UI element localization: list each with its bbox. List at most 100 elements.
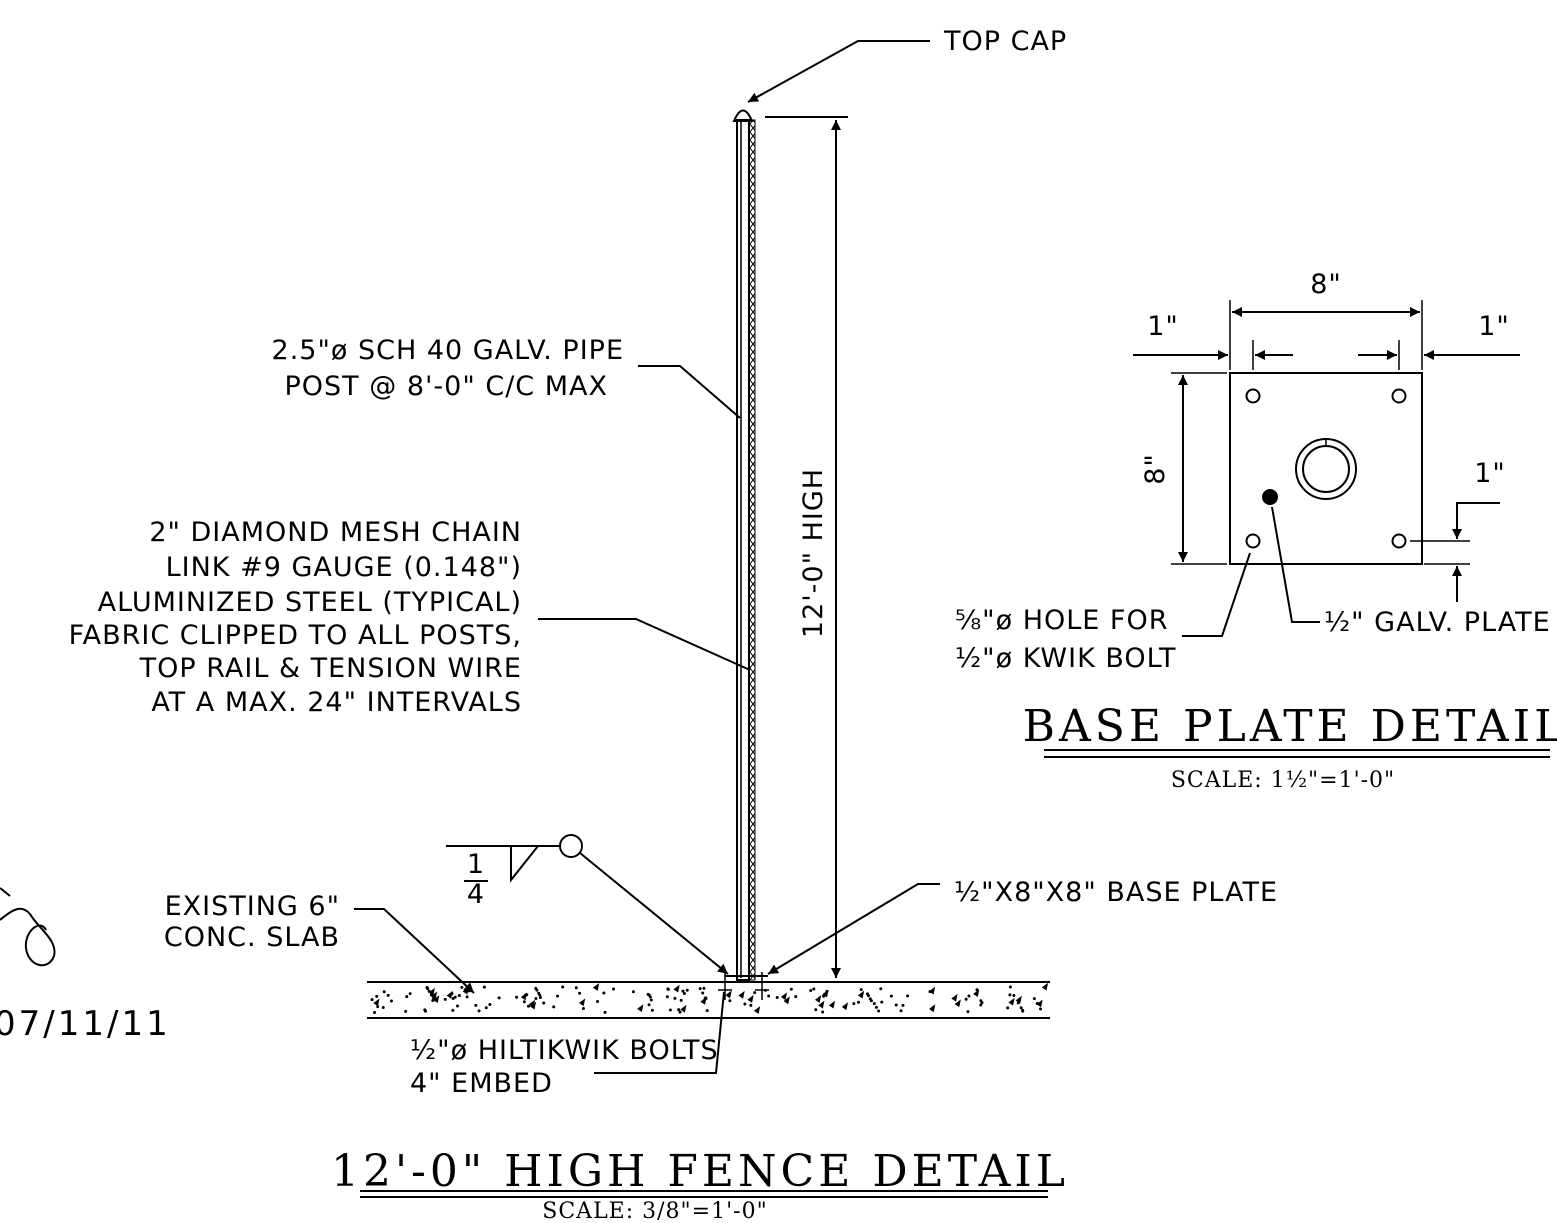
dim-right-edge: 1" [1478,311,1510,342]
base-plate-scale: SCALE: 1½"=1'-0" [1171,768,1395,793]
stipple-dot [534,997,538,1001]
aggregate-mark [928,986,936,995]
stipple-dot [465,995,469,999]
stipple-dot [443,997,447,1001]
stipple-dot [631,990,635,994]
stipple-dot [497,996,501,1000]
stipple-dot [537,991,541,995]
stipple-dot [460,985,464,989]
aggregate-mark [780,992,788,1001]
fence-detail-title: 12'-0" HIGH FENCE DETAIL [331,1146,1069,1197]
stipple-dot [370,998,374,1002]
stipple-dot [427,989,431,993]
base-plate-title: BASE PLATE DETAIL [1023,701,1557,752]
aggregate-mark [700,996,707,1005]
concrete-slab [367,981,1050,1019]
aggregate-mark [373,998,380,1007]
stipple-dot [679,998,683,1002]
stipple-dot [678,1010,682,1014]
fence-elevation: 12'-0" HIGH TOP CAP 2.5"ø SCH 40 GALV. P… [69,26,1278,1223]
base-plate-callout: ½"X8"X8" BASE PLATE [954,877,1278,908]
plate-marker [1262,489,1278,505]
stipple-dot [1039,1007,1043,1011]
aggregate-mark [680,1004,687,1013]
stipple-dot [556,994,560,998]
stipple-dot [426,987,430,991]
stipple-dot [650,1008,654,1012]
pipe-post-callout-line1: 2.5"ø SCH 40 GALV. PIPE [272,335,624,366]
stipple-dot [906,994,910,998]
stipple-dot [404,1009,408,1013]
fence-detail-scale: SCALE: 3/8"=1'-0" [542,1199,767,1223]
stipple-dot [467,989,471,993]
stipple-dot [856,1000,860,1004]
stipple-dot [578,991,582,995]
stipple-dot [531,1004,535,1008]
stipple-dot [457,993,461,997]
stipple-dot [879,987,883,991]
aggregate-mark [753,1006,761,1014]
chain-link-fabric [748,119,756,981]
stipple-dot [668,1008,672,1012]
stipple-dot [685,988,689,992]
stipple-dot [822,994,826,998]
height-dimension: 12'-0" HIGH [798,468,829,638]
stipple-dot [647,1003,651,1007]
aggregate-mark [1036,999,1043,1008]
stipple-dot [450,992,454,996]
stipple-dot [821,1010,825,1014]
stipple-dot [429,993,433,997]
stipple-dot [524,993,528,997]
pipe-section [1295,438,1357,500]
stipple-dot [673,996,677,1000]
aggregate-mark [637,1004,644,1013]
svg-text:1: 1 [467,849,485,880]
pipe-post [736,119,750,981]
aggregate-mark [738,990,745,999]
dim-height: 8" [1140,453,1171,485]
base-plate-plan: 8" 1" 1" 8" 1" ⅝"ø HOLE FOR ½"ø KWIK BOL… [955,269,1557,793]
stipple-dot [682,992,686,996]
aggregate-mark [929,1004,936,1013]
stipple-dot [373,1010,377,1014]
plate-note: ½" GALV. PLATE [1324,607,1551,638]
stipple-dot [647,993,651,997]
stipple-dot [877,1009,881,1013]
stipple-dot [431,999,435,1003]
dim-left-edge: 1" [1147,311,1179,342]
stipple-dot [789,987,793,991]
dim-width: 8" [1310,269,1342,300]
stipple-dot [522,1000,526,1004]
bolt-hole [1245,533,1261,549]
stipple-dot [389,999,393,1003]
stipple-dot [1032,997,1036,1001]
stipple-dot [681,989,685,993]
stipple-dot [1019,1006,1023,1010]
aggregate-mark [951,993,958,1002]
stipple-dot [405,995,409,999]
stipple-dot [874,1005,878,1009]
stipple-dot [474,1003,478,1007]
stipple-dot [1006,1006,1010,1010]
hole-note-line1: ⅝"ø HOLE FOR [955,605,1168,636]
stipple-dot [515,995,519,999]
mesh-callout-line2: LINK #9 GAUGE (0.148") [166,552,522,583]
stipple-dot [872,1002,876,1006]
aggregate-mark [592,983,600,991]
stipple-dot [979,999,983,1003]
stipple-dot [451,997,455,1001]
stipple-dot [677,1008,681,1012]
stipple-dot [809,989,813,993]
stipple-dot [603,1010,607,1014]
stipple-dot [1008,993,1012,997]
stipple-dot [753,991,757,995]
aggregate-mark [673,984,680,993]
stipple-dot [794,995,798,999]
stipple-dot [701,991,705,995]
stipple-dot [979,1003,983,1007]
stipple-dot [812,987,816,991]
stipple-dot [1008,985,1012,989]
top-cap-callout: TOP CAP [943,26,1067,57]
stipple-dot [526,1004,530,1008]
aggregate-mark [857,990,865,999]
